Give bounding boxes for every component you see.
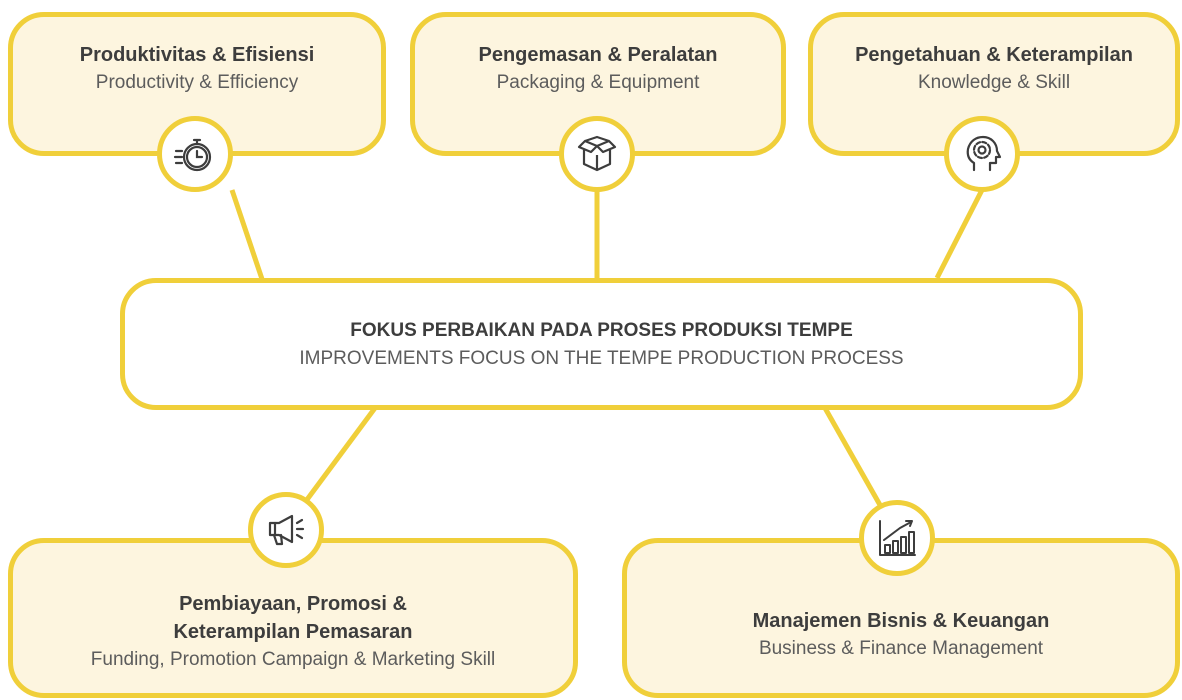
node-title: Pengetahuan & Keterampilan [855, 44, 1133, 66]
head-gear-icon-circle [944, 116, 1020, 192]
node-knowledge: Pengetahuan & Keterampilan Knowledge & S… [808, 12, 1180, 156]
head-gear-icon [966, 135, 1002, 172]
center-subtitle: IMPROVEMENTS FOCUS ON THE TEMPE PRODUCTI… [299, 348, 904, 369]
node-title-line-1: Pembiayaan, Promosi & [179, 593, 407, 615]
node-title: Manajemen Bisnis & Keuangan [752, 610, 1050, 632]
node-subtitle: Funding, Promotion Campaign & Marketing … [90, 649, 496, 670]
connector-bottom-right [822, 406, 883, 507]
growth-chart-icon [879, 520, 916, 556]
center-title: FOKUS PERBAIKAN PADA PROSES PRODUKSI TEM… [350, 320, 853, 341]
node-title: Pengemasan & Peralatan [478, 44, 718, 66]
stopwatch-icon-circle [157, 116, 233, 192]
megaphone-icon [268, 514, 305, 546]
connector-top-right [934, 188, 985, 280]
connector-bottom-left [300, 406, 378, 507]
megaphone-icon-circle [248, 492, 324, 568]
center-focus-box: FOKUS PERBAIKAN PADA PROSES PRODUKSI TEM… [120, 278, 1083, 410]
node-title: Produktivitas & Efisiensi [79, 44, 315, 66]
node-subtitle: Packaging & Equipment [496, 72, 700, 93]
node-productivity: Produktivitas & Efisiensi Productivity &… [8, 12, 386, 156]
node-title-line-2: Keterampilan Pemasaran [173, 621, 413, 643]
stopwatch-icon [173, 138, 212, 172]
connector-top-left [229, 189, 266, 283]
growth-chart-icon-circle [859, 500, 935, 576]
node-subtitle: Productivity & Efficiency [95, 72, 299, 93]
node-subtitle: Knowledge & Skill [917, 72, 1071, 93]
box-icon-circle [559, 116, 635, 192]
box-icon [577, 135, 617, 172]
node-subtitle: Business & Finance Management [758, 638, 1044, 659]
